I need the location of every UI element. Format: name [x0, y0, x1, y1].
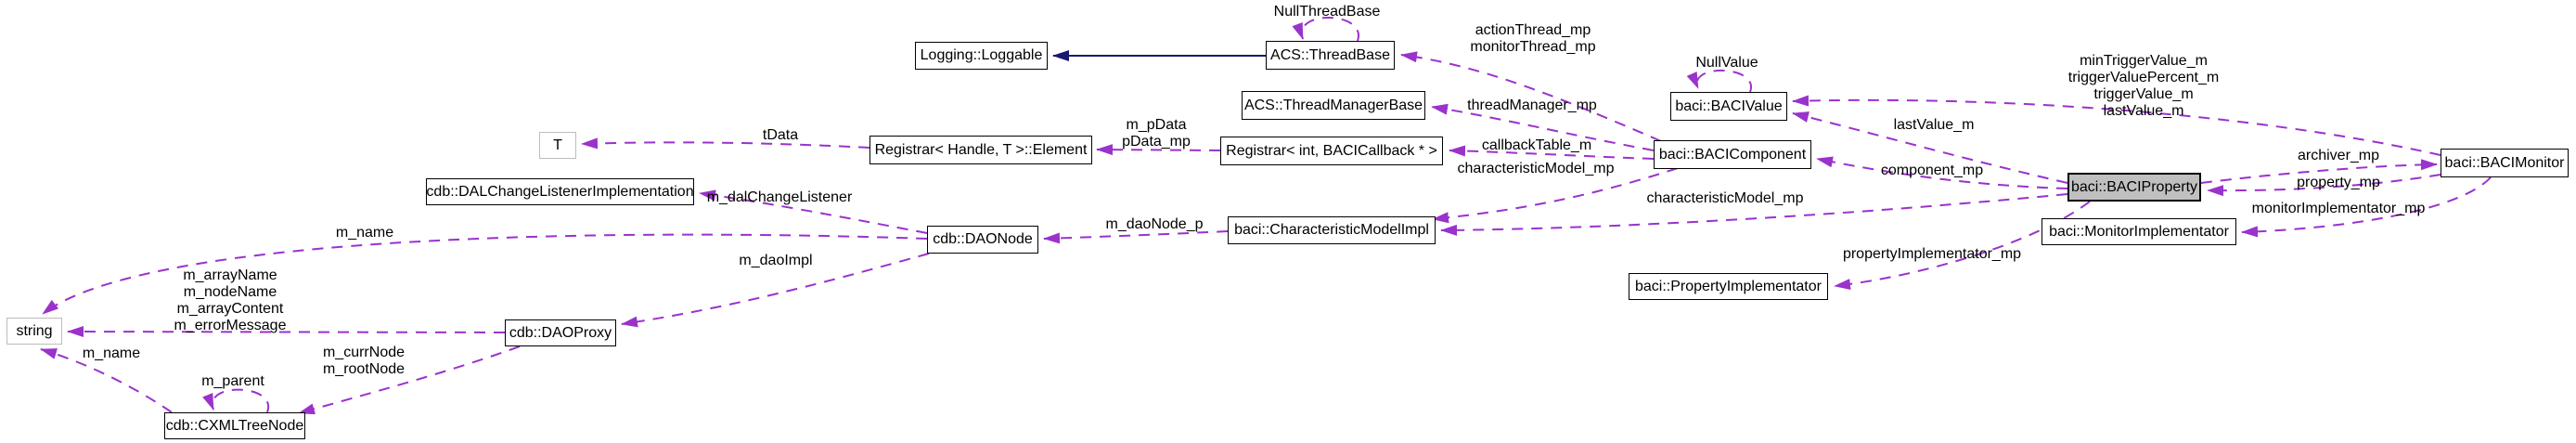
class-node-baci-bacicomponent[interactable]: baci::BACIComponent: [1654, 140, 1811, 169]
edge-lastvalue: [1792, 111, 2068, 184]
edge-self-mparent: [202, 388, 270, 413]
edge-mname-from-cxmltreenode: [40, 348, 173, 413]
class-node-baci-characteristicmodelimpl[interactable]: baci::CharacteristicModelImpl: [1228, 216, 1436, 244]
class-node-baci-bacimonitor[interactable]: baci::BACIMonitor: [2441, 149, 2569, 177]
edge-label-mparent: m_parent: [201, 373, 264, 389]
class-node-acs-threadbase[interactable]: ACS::ThreadBase: [1266, 41, 1395, 70]
class-node-string: string: [6, 318, 62, 345]
edge-dalchangelistener: [699, 189, 928, 234]
class-node-baci-monitorimplementator[interactable]: baci::MonitorImplementator: [2041, 218, 2236, 245]
class-node-cdb-cxmltreenode[interactable]: cdb::CXMLTreeNode: [164, 412, 305, 439]
edge-label-characteristicmodel-left: characteristicModel_mp: [1457, 161, 1615, 176]
class-node-logging-loggable[interactable]: Logging::Loggable: [915, 42, 1048, 70]
edge-label-arrayname-block: m_arrayName m_nodeName m_arrayContent m_…: [174, 267, 287, 333]
edge-label-daoimpl: m_daoImpl: [739, 253, 813, 268]
edge-label-currnode-rootnode: m_currNode m_rootNode: [322, 345, 406, 377]
class-node-template-t: T: [539, 132, 576, 159]
edge-label-tdata: tData: [762, 127, 799, 143]
edge-label-monitorimplementator: monitorImplementator_mp: [2251, 201, 2426, 216]
edge-characteristicmodel-from-component: [1432, 167, 1679, 224]
edge-label-property: property_mp: [2297, 175, 2380, 190]
class-node-registrar-bacicallback[interactable]: Registrar< int, BACICallback * >: [1220, 137, 1443, 165]
edge-tdata: [581, 137, 870, 150]
edge-mname-from-daonode: [42, 233, 928, 315]
edge-characteristicmodel-from-property: [1440, 193, 2068, 236]
edge-label-propertyimplementator: propertyImplementator_mp: [1842, 246, 2022, 262]
class-node-baci-propertyimplementator[interactable]: baci::PropertyImplementator: [1629, 273, 1828, 300]
edge-label-nullthreadbase: NullThreadBase: [1273, 4, 1381, 20]
edge-label-pdata: m_pData pData_mp: [1122, 117, 1191, 150]
edge-label-threadmanager: threadManager_mp: [1467, 98, 1597, 113]
edge-self-nullvalue: [1686, 70, 1752, 93]
edge-label-lastvalue: lastValue_m: [1893, 117, 1975, 133]
edge-label-daonode-p: m_daoNode_p: [1105, 216, 1204, 232]
edge-mintriggervalue: [1792, 95, 2441, 156]
edge-currnode-rootnode: [298, 345, 521, 415]
class-node-cdb-dalchangelistenerimplementation[interactable]: cdb::DALChangeListenerImplementation: [426, 178, 694, 205]
edge-label-mname-low: m_name: [82, 345, 141, 361]
edge-component: [1816, 156, 2068, 189]
edge-label-archiver: archiver_mp: [2297, 148, 2380, 163]
edge-label-characteristicmodel-right: characteristicModel_mp: [1646, 190, 1804, 206]
edge-callbacktable: [1449, 145, 1655, 160]
edge-daonode-p: [1043, 230, 1229, 244]
edge-label-callbacktable: callbackTable_m: [1481, 137, 1592, 153]
edge-label-nullvalue: NullValue: [1695, 55, 1758, 71]
edge-threadmanager: [1431, 103, 1655, 151]
edge-label-component: component_mp: [1880, 163, 1984, 178]
edge-actionthread-monitorthread: [1400, 51, 1662, 142]
edge-self-nullthreadbase: [1292, 17, 1359, 42]
edge-archiver: [2200, 159, 2438, 184]
edge-label-mintriggervalue-block: minTriggerValue_m triggerValuePercent_m …: [2067, 53, 2220, 119]
class-node-cdb-daoproxy[interactable]: cdb::DAOProxy: [505, 319, 616, 346]
edge-label-dalchangelistener: m_dalChangeListener: [706, 189, 853, 205]
class-node-baci-bacivalue[interactable]: baci::BACIValue: [1670, 92, 1787, 121]
class-node-registrar-element[interactable]: Registrar< Handle, T >::Element: [869, 136, 1092, 164]
edge-label-mname-top: m_name: [335, 225, 394, 241]
class-node-acs-threadmanagerbase[interactable]: ACS::ThreadManagerBase: [1242, 91, 1425, 120]
edge-label-actionthread-monitorthread: actionThread_mp monitorThread_mp: [1470, 22, 1596, 55]
edge-propertyimplementator: [1834, 201, 2091, 291]
edge-monitorimplementator: [2241, 176, 2492, 238]
class-node-cdb-daonode[interactable]: cdb::DAONode: [927, 226, 1038, 254]
class-node-baci-baciproperty-current: baci::BACIProperty: [2067, 173, 2201, 202]
edge-property: [2207, 174, 2441, 197]
